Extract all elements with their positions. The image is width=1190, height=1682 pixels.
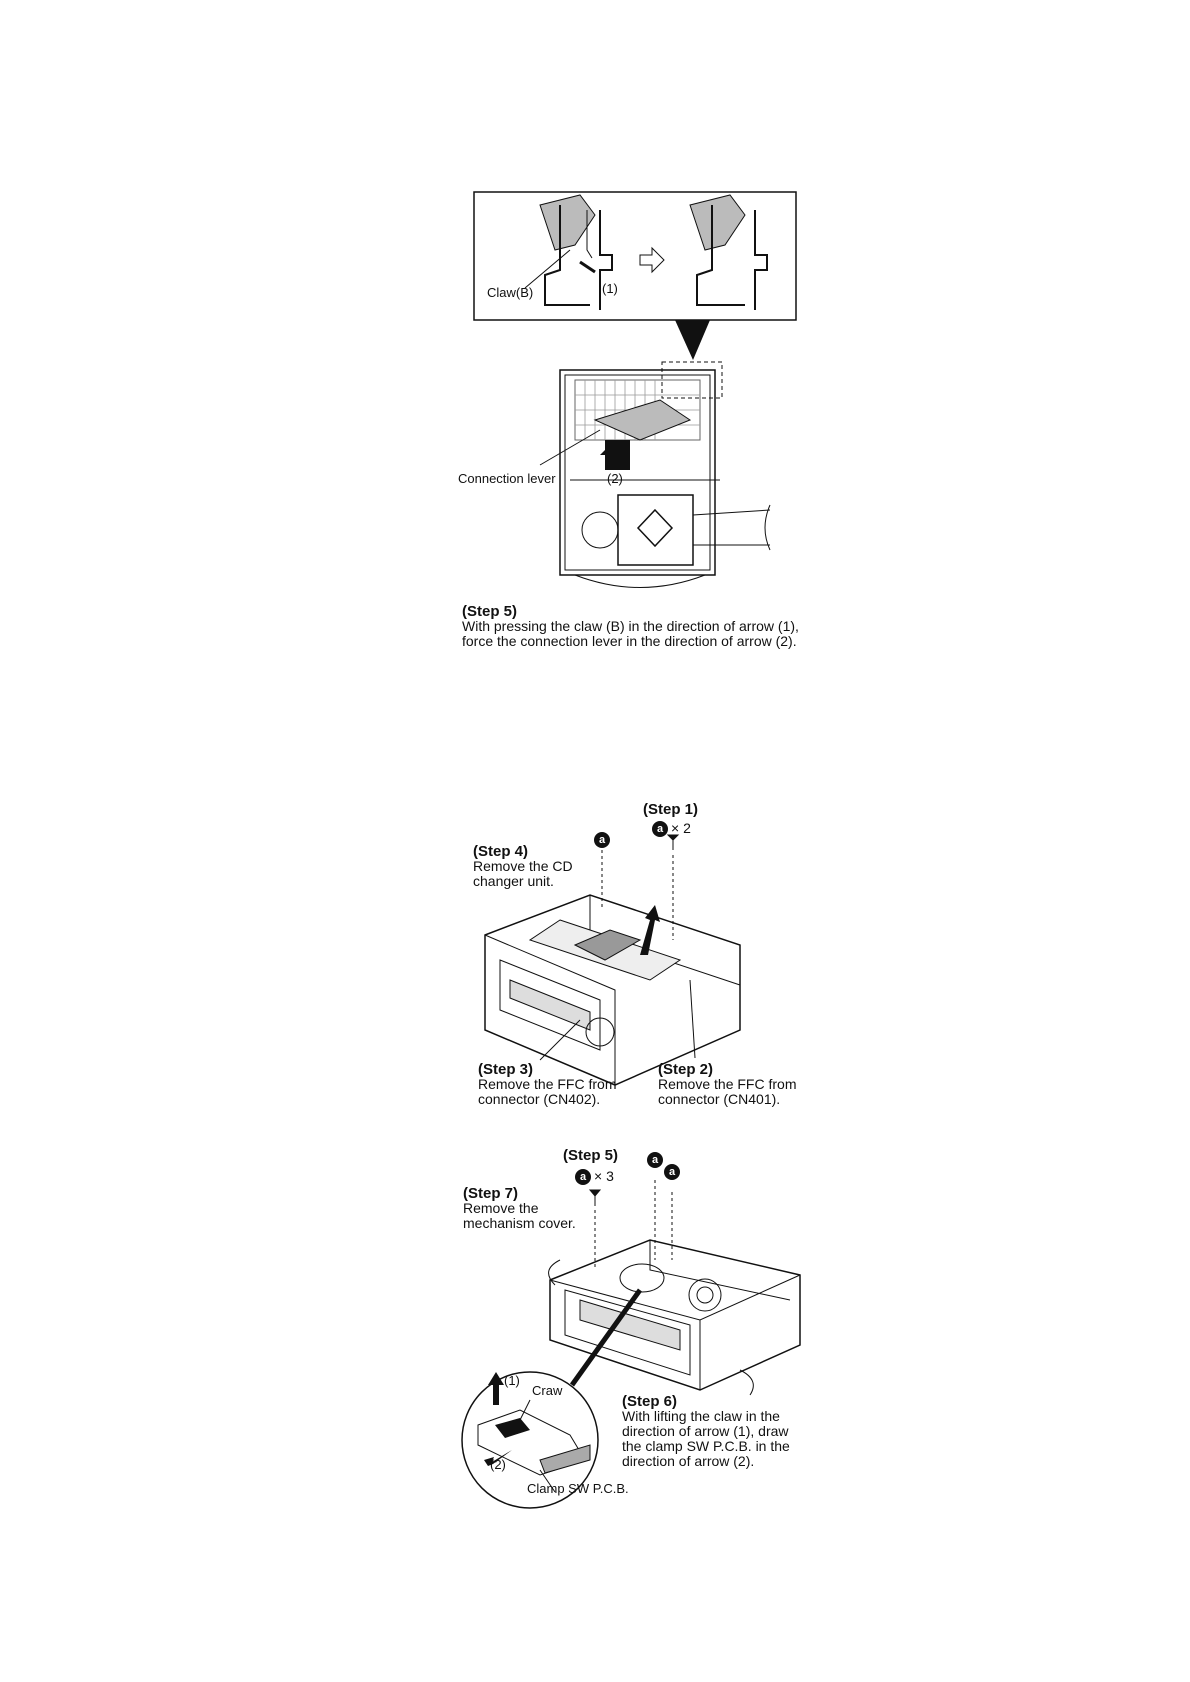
step4-instruction: (Step 4) Remove the CD changer unit.: [473, 844, 573, 889]
craw-label: Craw: [532, 1383, 563, 1398]
step3-line2: connector (CN402).: [478, 1091, 601, 1107]
detail-arrow-1-label: (1): [504, 1373, 520, 1388]
step3-instruction: (Step 3) Remove the FFC from connector (…: [478, 1062, 616, 1107]
clamp-sw-pcb-label: Clamp SW P.C.B.: [527, 1481, 629, 1496]
step2-line2: connector (CN401).: [658, 1091, 781, 1107]
connection-lever-label: Connection lever: [458, 471, 556, 486]
step2-instruction: (Step 2) Remove the FFC from connector (…: [658, 1062, 796, 1107]
step4-title: (Step 4): [473, 843, 529, 860]
step7-line1: Remove the: [463, 1200, 539, 1216]
step5-line2: force the connection lever in the direct…: [462, 633, 797, 649]
step3-title: (Step 3): [478, 1061, 534, 1078]
step7-line2: mechanism cover.: [463, 1215, 576, 1231]
claw-b-label: Claw(B): [487, 285, 534, 300]
screw-count: × 3: [594, 1168, 614, 1184]
screw-count: × 2: [671, 820, 691, 836]
step5-line1: With pressing the claw (B) in the direct…: [462, 618, 799, 634]
step5-title-fig3: (Step 5): [563, 1147, 619, 1164]
step7-instruction: (Step 7) Remove the mechanism cover.: [463, 1186, 576, 1231]
arrow-2-label: (2): [607, 471, 623, 486]
screw-a-icon: a: [575, 1169, 591, 1185]
step4-line2: changer unit.: [473, 873, 554, 889]
step2-title: (Step 2): [658, 1061, 714, 1078]
screw-a-icon: a: [652, 821, 668, 837]
step6-line2: direction of arrow (1), draw: [622, 1423, 789, 1439]
step6-line4: direction of arrow (2).: [622, 1453, 755, 1469]
figure-mechanism-cover-removal: (Step 5) a × 3 a a (Step 7) Remove the m…: [0, 1140, 1190, 1510]
step6-line1: With lifting the claw in the: [622, 1408, 780, 1424]
step1-title: (Step 1): [643, 801, 699, 818]
step6-instruction: (Step 6) With lifting the claw in the di…: [622, 1394, 790, 1469]
step6-line3: the clamp SW P.C.B. in the: [622, 1438, 790, 1454]
step1-label: (Step 1): [643, 802, 698, 817]
step5-instruction: (Step 5) With pressing the claw (B) in t…: [462, 604, 799, 649]
step4-line1: Remove the CD: [473, 858, 573, 874]
step6-title: (Step 6): [622, 1393, 678, 1410]
figure2-drawing: [484, 834, 741, 1086]
figure-connection-lever: Claw(B) (1) (2) Connection lever (Step 5…: [0, 0, 1190, 680]
step5-title: (Step 5): [462, 603, 518, 620]
screw-a-icon: a: [594, 832, 610, 848]
step2-line1: Remove the FFC from: [658, 1076, 797, 1092]
figure3-drawing: [461, 1180, 801, 1509]
step3-line1: Remove the FFC from: [478, 1076, 617, 1092]
step5-label: (Step 5): [563, 1148, 618, 1163]
screw-a-icon: a: [664, 1164, 680, 1180]
step7-title: (Step 7): [463, 1185, 519, 1202]
screw-a-icon: a: [647, 1152, 663, 1168]
detail-arrow-2-label: (2): [490, 1457, 506, 1472]
figure1-drawing: [473, 191, 797, 588]
arrow-1-label: (1): [602, 281, 618, 296]
figure-cd-changer-removal: (Step 1) a × 2 a (Step 4) Remove the CD …: [0, 790, 1190, 1120]
